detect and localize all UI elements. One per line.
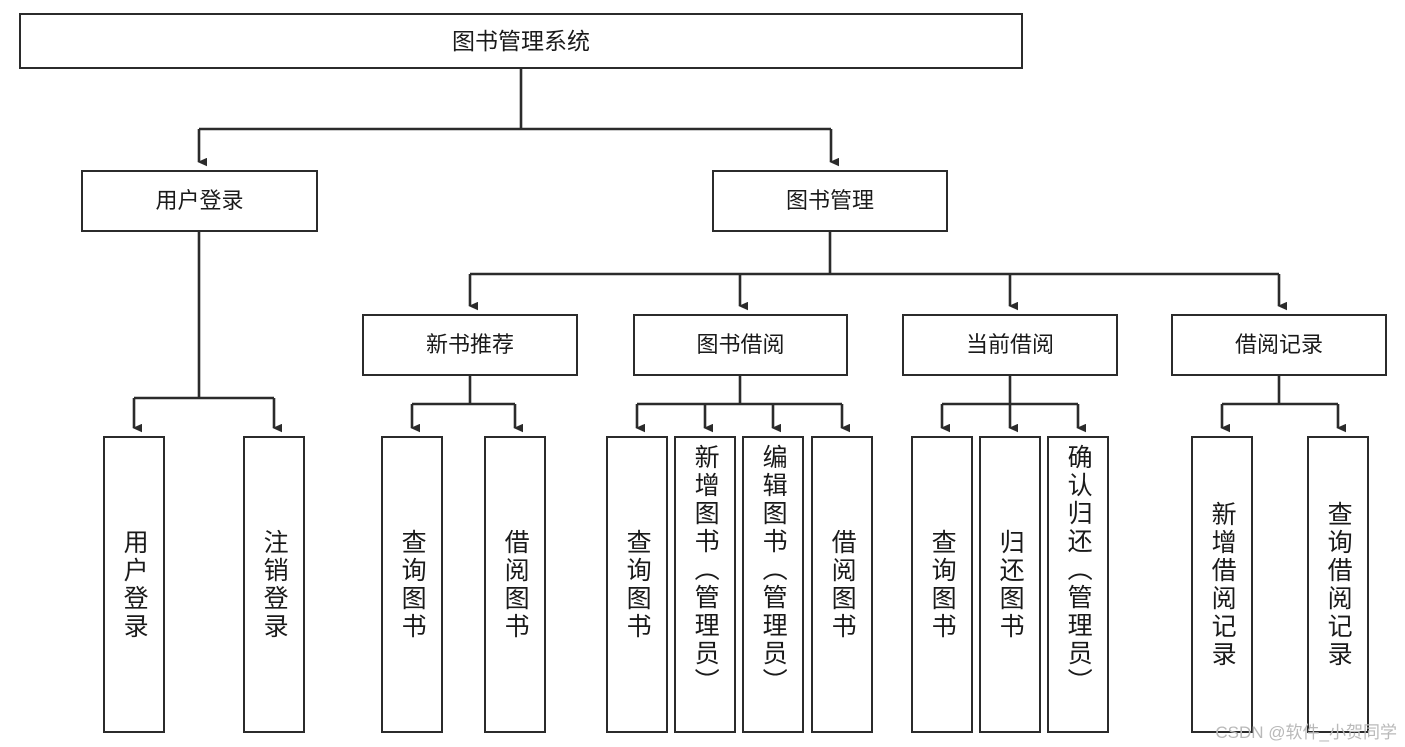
leaf-user-login[interactable]: 用户登录 [103,436,165,733]
node-label: 归还图书 [996,528,1025,641]
node-label: 确认归还（管理员） [1064,444,1093,696]
node-label: 图书借阅 [696,332,785,357]
leaf-logout[interactable]: 注销登录 [243,436,305,733]
watermark: CSDN @软件_小贺同学 [1215,723,1397,742]
node-label: 当前借阅 [965,332,1054,357]
node-label: 图书管理系统 [452,27,590,54]
node-label: 新增图书（管理员） [691,444,720,696]
node-label: 图书管理 [785,188,874,213]
node-label: 注销登录 [260,528,289,641]
leaf-query-books-current[interactable]: 查询图书 [911,436,973,733]
leaf-return-books[interactable]: 归还图书 [979,436,1041,733]
node-label: 查询图书 [928,528,957,641]
node-current-borrowings[interactable]: 当前借阅 [902,314,1118,376]
node-book-borrowing[interactable]: 图书借阅 [633,314,848,376]
node-label: 新增借阅记录 [1208,500,1237,669]
node-label: 编辑图书（管理员） [759,444,788,696]
node-book-management[interactable]: 图书管理 [712,170,948,232]
leaf-query-books-borrow[interactable]: 查询图书 [606,436,668,733]
leaf-borrow-books-recommend[interactable]: 借阅图书 [484,436,546,733]
node-label: 用户登录 [155,188,244,213]
node-label: 查询图书 [398,528,427,641]
leaf-query-books-recommend[interactable]: 查询图书 [381,436,443,733]
node-label: 借阅记录 [1234,332,1323,357]
leaf-confirm-return-admin[interactable]: 确认归还（管理员） [1047,436,1109,733]
leaf-query-borrow-record[interactable]: 查询借阅记录 [1307,436,1369,733]
node-label: 查询图书 [623,528,652,641]
leaf-borrow-books-borrow[interactable]: 借阅图书 [811,436,873,733]
node-user-login[interactable]: 用户登录 [81,170,318,232]
node-label: 用户登录 [120,528,149,641]
node-new-book-recommendation[interactable]: 新书推荐 [362,314,578,376]
node-label: 查询借阅记录 [1324,500,1353,669]
leaf-add-book-admin[interactable]: 新增图书（管理员） [674,436,736,733]
node-root-book-management-system[interactable]: 图书管理系统 [19,13,1023,69]
leaf-edit-book-admin[interactable]: 编辑图书（管理员） [742,436,804,733]
node-label: 新书推荐 [425,332,514,357]
node-label: 借阅图书 [828,528,857,641]
node-label: 借阅图书 [501,528,530,641]
node-borrowing-records[interactable]: 借阅记录 [1171,314,1387,376]
leaf-add-borrow-record[interactable]: 新增借阅记录 [1191,436,1253,733]
